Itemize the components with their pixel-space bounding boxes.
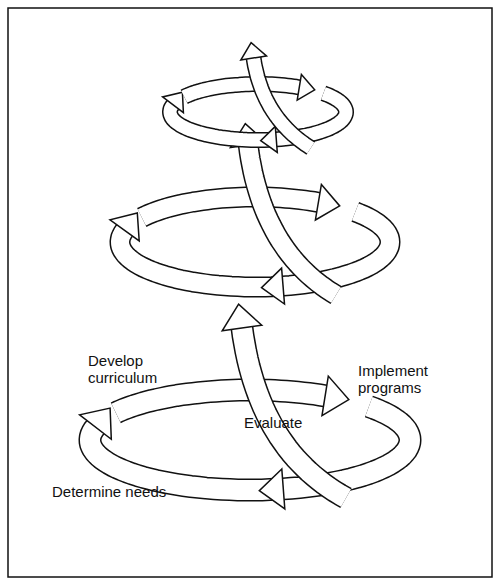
evaluate-arrow-head bbox=[241, 43, 267, 61]
stage-label: Implement programs bbox=[358, 362, 453, 396]
curriculum-arrow-head bbox=[322, 376, 349, 416]
evaluate-arrow bbox=[230, 124, 336, 295]
evaluate-arrow-head bbox=[222, 304, 262, 331]
evaluate-arrow-outline bbox=[248, 145, 336, 295]
needs-arrow-fill bbox=[120, 230, 278, 287]
needs-arrow-head bbox=[80, 408, 112, 439]
curriculum-arrow bbox=[184, 74, 315, 100]
needs-arrow-head bbox=[163, 92, 184, 112]
needs-arrow bbox=[163, 92, 274, 140]
stage-label: Determine needs bbox=[52, 483, 192, 500]
curriculum-arrow-outline bbox=[142, 197, 319, 218]
needs-arrow-outline bbox=[120, 230, 278, 287]
needs-arrow-fill bbox=[170, 105, 273, 140]
curriculum-arrow-outline bbox=[184, 84, 299, 97]
needs-arrow-head bbox=[110, 213, 139, 241]
evaluate-arrow bbox=[241, 43, 311, 148]
curriculum-arrow-outline bbox=[116, 390, 325, 413]
curriculum-arrow bbox=[142, 185, 340, 221]
implement-arrow-head bbox=[262, 268, 285, 304]
evaluate-arrow-fill bbox=[248, 145, 336, 295]
curriculum-arrow-fill bbox=[142, 197, 319, 218]
evaluate-arrow-outline bbox=[254, 58, 311, 148]
evaluate-arrow bbox=[222, 304, 346, 498]
curriculum-arrow-head bbox=[297, 74, 315, 100]
needs-arrow-outline bbox=[170, 105, 273, 140]
curriculum-arrow-fill bbox=[184, 84, 299, 97]
needs-arrow-fill bbox=[90, 427, 278, 490]
implement-arrow-head bbox=[261, 126, 278, 152]
evaluate-arrow-fill bbox=[254, 58, 311, 148]
evaluate-arrow-fill bbox=[242, 328, 346, 498]
curriculum-arrow-head bbox=[315, 185, 339, 221]
needs-arrow-outline bbox=[90, 427, 278, 490]
implement-arrow-head bbox=[259, 469, 285, 509]
stage-label: Develop curriculum bbox=[88, 352, 178, 386]
needs-arrow bbox=[110, 213, 278, 287]
evaluate-arrow-outline bbox=[242, 328, 346, 498]
curriculum-arrow-fill bbox=[116, 390, 325, 413]
frame-border bbox=[8, 8, 492, 577]
stage-label: Evaluate bbox=[244, 414, 324, 431]
